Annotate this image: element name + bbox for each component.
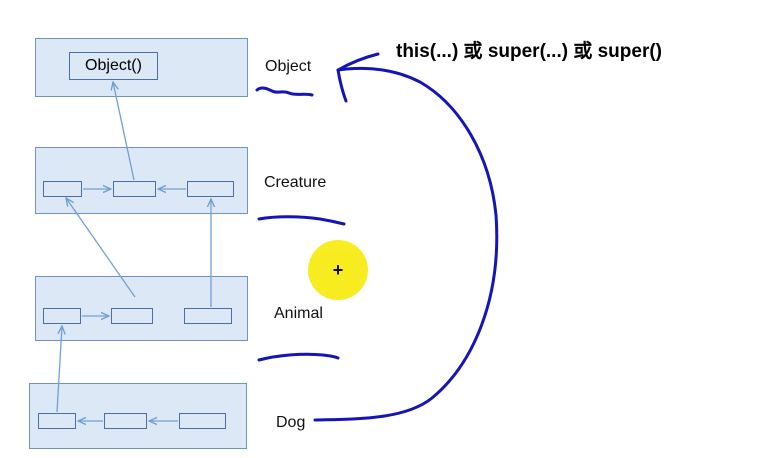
constructor-call-headline: this(...) 或 super(...) 或 super() xyxy=(396,41,663,62)
cursor-highlight: + xyxy=(308,240,368,300)
dog-constructor-2 xyxy=(104,413,147,429)
arrow-animal-2-to-creature-1 xyxy=(66,198,136,298)
arrow-dog-to-animal xyxy=(56,326,62,413)
animal-class-label: Animal xyxy=(274,305,323,322)
animal-constructor-2 xyxy=(111,308,153,324)
object-class-label: Object xyxy=(265,58,312,75)
curve-arrowhead-lower-stroke xyxy=(336,68,348,103)
object-constructor-box: Object() xyxy=(69,52,158,80)
object-constructor-label: Object() xyxy=(85,57,142,74)
dog-to-object-curve-stroke xyxy=(313,66,499,422)
crosshair-icon: + xyxy=(332,260,344,280)
animal-constructor-1 xyxy=(43,308,81,324)
arrow-creature-to-object xyxy=(113,82,135,181)
dog-class-label: Dog xyxy=(276,414,306,431)
creature-constructor-3 xyxy=(187,181,234,197)
dog-constructor-1 xyxy=(38,413,76,429)
curve-arrowhead-upper-stroke xyxy=(336,52,380,72)
underline-creature-stroke xyxy=(257,215,346,226)
creature-constructor-2 xyxy=(113,181,156,197)
underline-object-stroke xyxy=(255,86,314,97)
creature-constructor-1 xyxy=(43,181,82,197)
creature-class-label: Creature xyxy=(264,174,327,191)
underline-animal-stroke xyxy=(257,352,340,362)
animal-constructor-3 xyxy=(184,308,232,324)
dog-constructor-3 xyxy=(179,413,226,429)
